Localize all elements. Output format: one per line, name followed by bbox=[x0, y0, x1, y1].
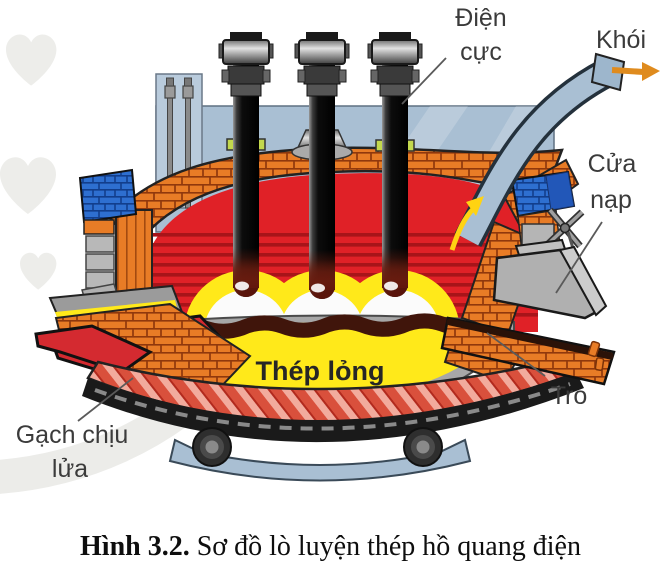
label-liquid-steel: Thép lỏng bbox=[256, 356, 385, 386]
ash-falling bbox=[587, 340, 605, 371]
label-electrode-line1: Điện bbox=[455, 4, 506, 32]
label-smoke: Khói bbox=[596, 26, 646, 54]
wheel-left bbox=[192, 427, 232, 467]
leader-line-charging-door bbox=[555, 221, 603, 294]
gas-flow-arrow-icon bbox=[449, 196, 484, 251]
label-charging-door-line2: nạp bbox=[590, 186, 632, 214]
electrode-rod bbox=[294, 32, 350, 299]
tapping-spout bbox=[34, 284, 252, 394]
liquid-steel-pool bbox=[146, 322, 500, 398]
rocker-base bbox=[168, 438, 472, 482]
charging-door bbox=[440, 170, 616, 386]
flue-pipe bbox=[454, 52, 660, 248]
label-charging-door-line1: Cửa bbox=[588, 150, 637, 178]
leader-line-refractory bbox=[77, 377, 134, 422]
label-ash: Tro bbox=[551, 382, 588, 410]
electrodes bbox=[218, 32, 423, 299]
figure-caption-text: Sơ đồ lò luyện thép hồ quang điện bbox=[189, 531, 581, 562]
figure-caption-number: Hình 3.2. bbox=[80, 531, 190, 562]
figure-caption: Hình 3.2. Sơ đồ lò luyện thép hồ quang đ… bbox=[0, 531, 661, 563]
electrode-rod bbox=[218, 32, 274, 297]
smoke-arrow-icon bbox=[611, 62, 660, 81]
furnace-shell bbox=[82, 372, 584, 443]
label-electrode-line2: cực bbox=[460, 38, 502, 66]
leader-line-electrode bbox=[401, 57, 447, 105]
arc-furnace-diagram: Điện cực Khói Cửa nạp Tro Thép lỏng Gạch… bbox=[0, 4, 660, 494]
label-refractory-line2: lửa bbox=[52, 455, 88, 483]
label-refractory-line1: Gạch chịu bbox=[16, 421, 129, 449]
electrode-rod bbox=[367, 32, 423, 297]
wheel-right bbox=[403, 427, 443, 467]
leader-line-ash bbox=[486, 332, 546, 377]
